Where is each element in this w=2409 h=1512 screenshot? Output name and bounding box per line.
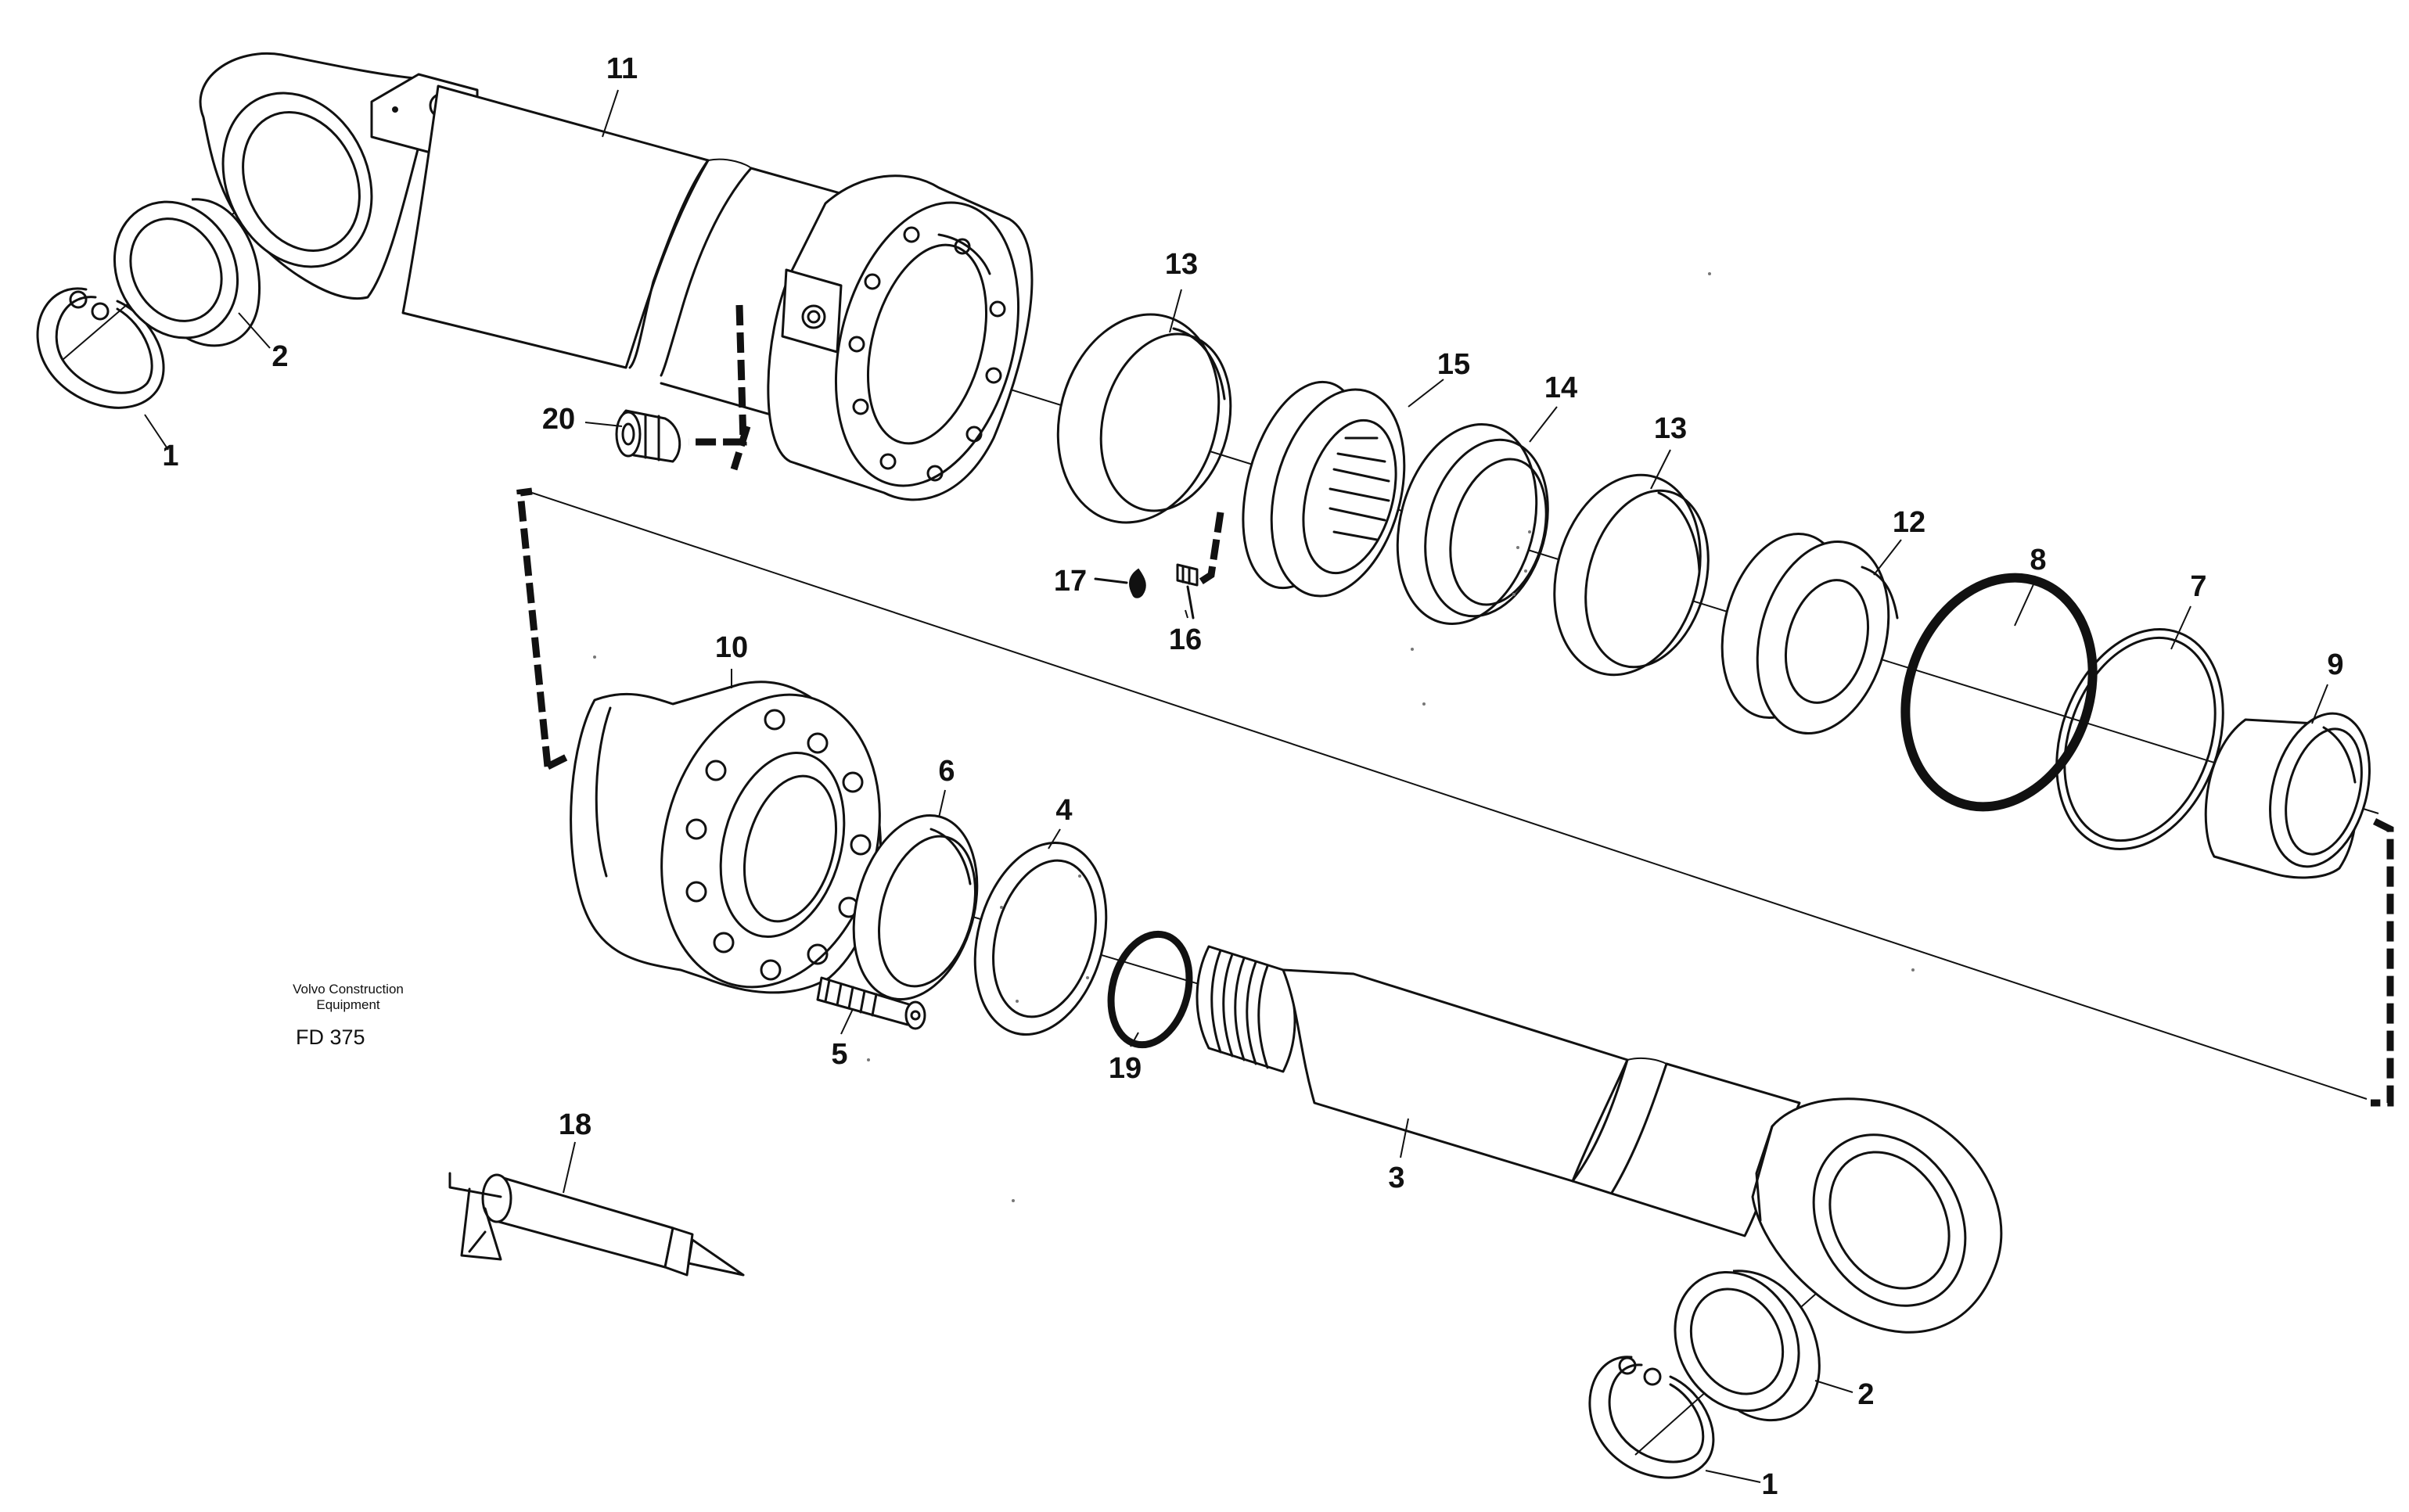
- part-9-bushing: [2204, 712, 2371, 879]
- part-1-retaining-ring-top: [36, 287, 165, 409]
- part-13-guide-ring-b: [1553, 473, 1710, 677]
- part-19-snap-ring: [1107, 930, 1193, 1049]
- part-3-piston-rod: [1196, 945, 2003, 1334]
- callout-13-a: 13: [1165, 248, 1198, 281]
- part-20-fitting: [615, 409, 681, 463]
- callout-1-top: 1: [162, 440, 178, 472]
- part-1-retaining-ring-bottom: [1588, 1356, 1715, 1479]
- callout-2-top: 2: [271, 340, 288, 373]
- callout-15: 15: [1437, 348, 1470, 381]
- part-2-bushing-bottom: [1674, 1270, 1821, 1422]
- assembly-line-long: [531, 492, 2368, 1100]
- callout-18: 18: [559, 1108, 591, 1141]
- part-11-cylinder-barrel: [199, 52, 878, 440]
- callout-16: 16: [1169, 623, 1202, 656]
- callout-2-bottom: 2: [1857, 1378, 1874, 1411]
- callout-11: 11: [606, 52, 638, 85]
- brand-line-2: Equipment: [316, 997, 380, 1012]
- part-5-screw: [816, 976, 926, 1030]
- callout-7: 7: [2190, 570, 2206, 603]
- callout-labels: 1 2 11 20 13 15 14 13 12 17 16 8 7 9 10 …: [162, 52, 2343, 1501]
- leader-lines: [144, 89, 2328, 1483]
- callout-12: 12: [1893, 506, 1925, 539]
- callout-6: 6: [938, 755, 955, 788]
- callout-8: 8: [2030, 544, 2046, 576]
- figure-code: FD 375: [296, 1025, 365, 1049]
- callout-4: 4: [1055, 794, 1072, 827]
- assembly-guide-lines: [516, 304, 2394, 1107]
- center-axis-upper: [62, 124, 2379, 814]
- part-4-rod-seal: [973, 841, 1108, 1036]
- part-13-guide-ring-a: [1056, 313, 1232, 524]
- part-16-set-screw: [1176, 563, 1199, 620]
- figure-id: Volvo Construction Equipment FD 375: [293, 982, 404, 1049]
- part-17-ball: [1094, 568, 1146, 598]
- part-8-o-ring: [1900, 573, 2098, 812]
- callout-14: 14: [1544, 372, 1577, 404]
- part-14-piston-seal: [1396, 423, 1549, 625]
- part-11-flange-upper: [767, 174, 1034, 501]
- callout-13-b: 13: [1654, 412, 1687, 445]
- paper-specks: [593, 272, 1915, 1202]
- callout-17: 17: [1054, 565, 1087, 598]
- brand-line-1: Volvo Construction: [293, 982, 404, 997]
- part-10-cylinder-head: [570, 681, 882, 994]
- callout-1-bottom: 1: [1761, 1468, 1778, 1501]
- callout-9: 9: [2327, 648, 2343, 681]
- callout-20: 20: [542, 403, 575, 436]
- callout-19: 19: [1109, 1052, 1142, 1085]
- part-18-grease-gun: [448, 1172, 745, 1277]
- part-12-piston-nut: [1720, 532, 1899, 735]
- callout-3: 3: [1388, 1162, 1404, 1194]
- part-15-piston: [1242, 380, 1406, 598]
- callout-5: 5: [831, 1038, 847, 1071]
- part-2-bushing-top: [113, 198, 261, 347]
- callout-10: 10: [715, 631, 748, 664]
